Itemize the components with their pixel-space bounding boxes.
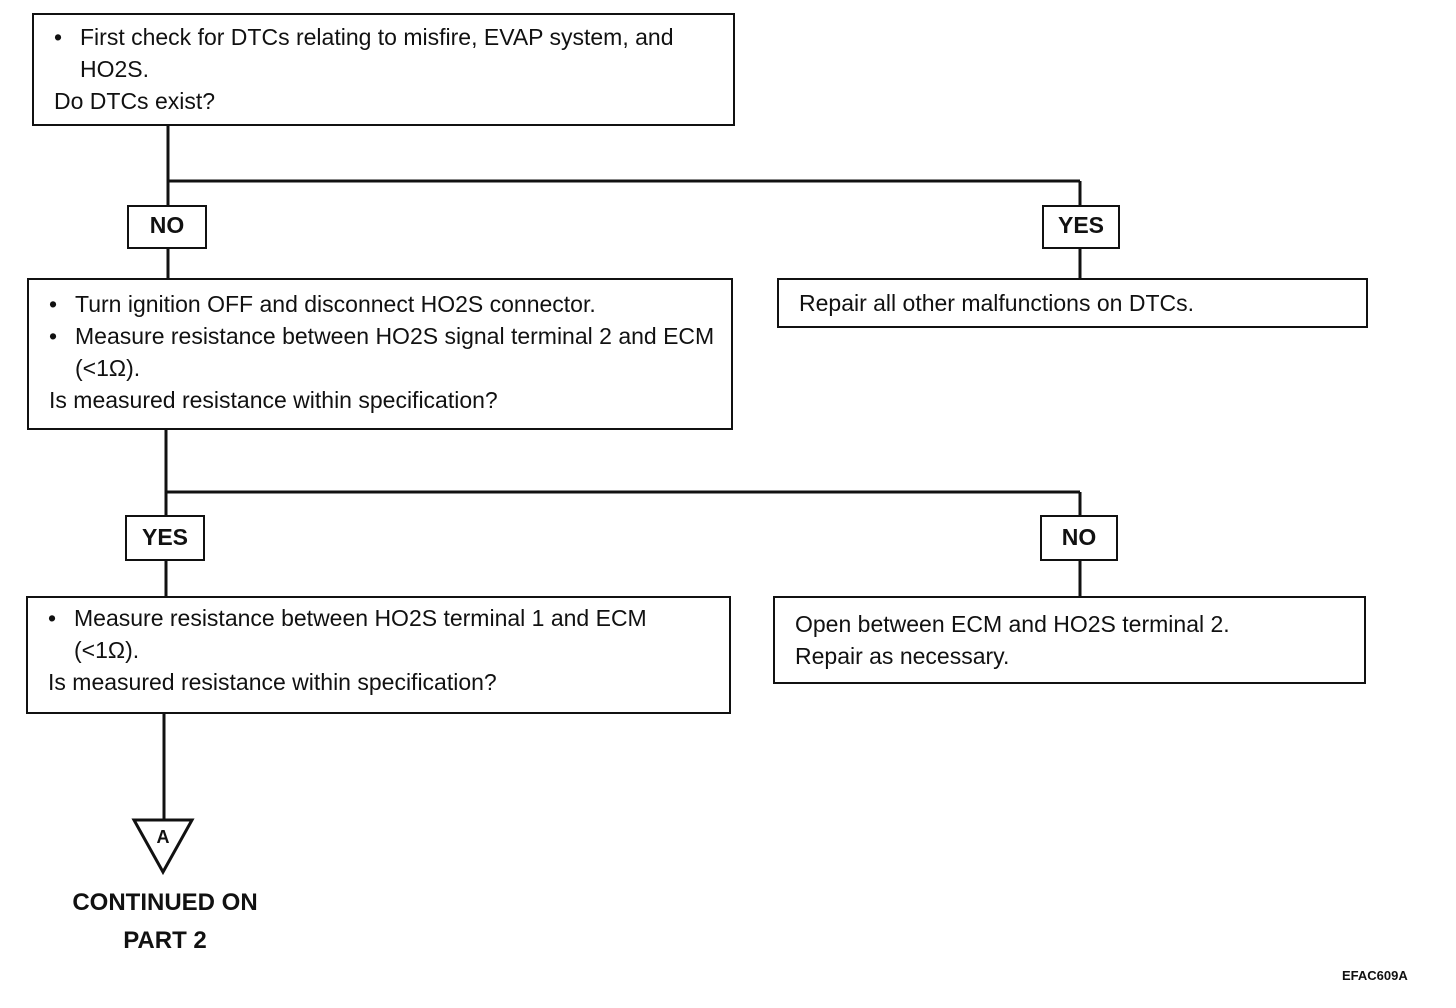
result-text: Repair all other malfunctions on DTCs. <box>799 290 1194 316</box>
branch-label-no: NO <box>127 205 207 249</box>
branch-label-yes: YES <box>125 515 205 561</box>
question-text: Is measured resistance within specificat… <box>49 387 498 413</box>
bullet-item: Turn ignition OFF and disconnect HO2S co… <box>49 288 717 320</box>
question-box-dtcs: First check for DTCs relating to misfire… <box>32 13 735 126</box>
result-text: Repair as necessary. <box>795 643 1010 669</box>
connector-a-letter: A <box>157 827 170 847</box>
bullet-item: Measure resistance between HO2S signal t… <box>49 320 717 384</box>
figure-code: EFAC609A <box>1342 968 1408 983</box>
question-box-resistance-terminal-2: Turn ignition OFF and disconnect HO2S co… <box>27 278 733 430</box>
continued-line-2: PART 2 <box>123 927 207 954</box>
question-text: Do DTCs exist? <box>54 88 216 114</box>
continued-line-1: CONTINUED ON <box>72 889 258 916</box>
question-box-resistance-terminal-1: Measure resistance between HO2S terminal… <box>26 596 731 714</box>
bullet-item: Measure resistance between HO2S terminal… <box>48 602 715 666</box>
continued-label: CONTINUED ON PART 2 <box>40 884 290 960</box>
branch-label-yes: YES <box>1042 205 1120 249</box>
question-text: Is measured resistance within specificat… <box>48 669 497 695</box>
branch-label-no: NO <box>1040 515 1118 561</box>
bullet-item: First check for DTCs relating to misfire… <box>54 21 719 85</box>
result-text: Open between ECM and HO2S terminal 2. <box>795 611 1230 637</box>
result-box-open-circuit: Open between ECM and HO2S terminal 2. Re… <box>773 596 1366 684</box>
result-box-repair-dtcs: Repair all other malfunctions on DTCs. <box>777 278 1368 328</box>
connector-a-triangle <box>131 818 195 876</box>
